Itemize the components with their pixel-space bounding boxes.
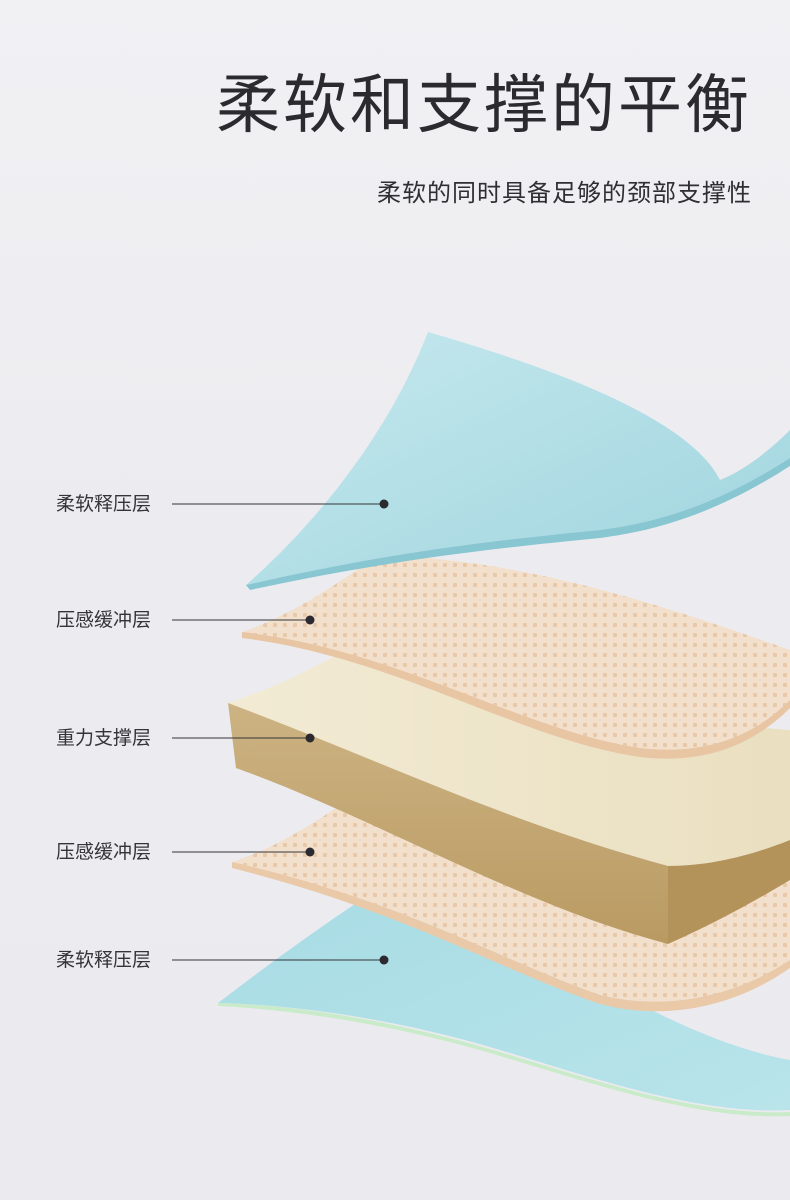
leader-line-2 [172,615,315,625]
layer-label-soft-bottom: 柔软释压层 [56,949,152,971]
layer-soft-bottom [218,868,790,1117]
layer-label-soft-top: 柔软释压层 [56,493,152,515]
leader-line-4 [172,847,315,857]
layer-cushion-upper [242,555,790,759]
layer-cushion-lower [232,790,790,1012]
leader-line-1 [172,499,389,509]
page-title: 柔软和支撑的平衡 [216,69,752,143]
layer-label-cushion-lower: 压感缓冲层 [56,841,152,863]
leader-line-5 [172,955,389,965]
layer-support-foam [228,640,790,944]
layer-soft-top [246,332,790,590]
layer-label-support: 重力支撑层 [56,727,152,749]
leader-line-3 [172,733,315,743]
page-subtitle: 柔软的同时具备足够的颈部支撑性 [377,179,752,207]
layer-label-cushion-upper: 压感缓冲层 [56,609,152,631]
